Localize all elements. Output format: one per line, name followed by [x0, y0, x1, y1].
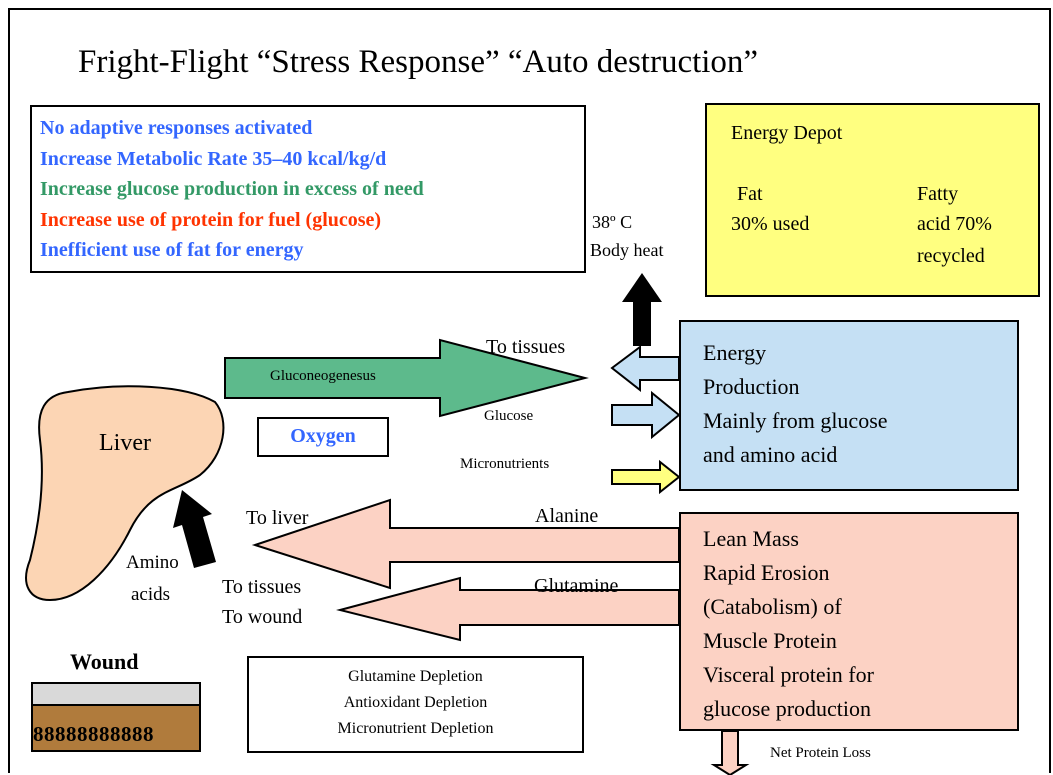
glucose-label: Glucose — [484, 408, 534, 424]
list-item: Inefficient use of fat for energy — [40, 239, 304, 261]
lean-line: (Catabolism) of — [703, 594, 842, 619]
stress-response-list: No adaptive responses activated Increase… — [30, 105, 586, 273]
to-tissues-arrow — [610, 345, 680, 393]
energy-line: Production — [703, 374, 800, 399]
oxygen-label: Oxygen — [290, 425, 356, 447]
slide-title: Fright-Flight “Stress Response” “Auto de… — [78, 44, 759, 80]
energy-production-box: Energy Production Mainly from glucose an… — [679, 320, 1019, 491]
wound-pattern: 88888888888 — [33, 722, 154, 746]
depot-title: Energy Depot — [731, 122, 843, 144]
list-item: Increase Metabolic Rate 35–40 kcal/kg/d — [40, 147, 387, 170]
wound-top-layer — [31, 682, 201, 706]
to-wound-label: To wound — [222, 606, 303, 628]
lean-line: Muscle Protein — [703, 628, 837, 653]
lean-line: Visceral protein for — [703, 662, 874, 687]
depot-recycled: recycled — [917, 245, 985, 267]
body-heat-temp: 38º C — [592, 212, 633, 232]
lean-line: Lean Mass — [703, 526, 799, 551]
energy-depot-box: Energy Depot Fat 30% used Fatty acid 70%… — [705, 103, 1040, 297]
depletion-line: Micronutrient Depletion — [337, 720, 494, 737]
micronutrients-label: Micronutrients — [460, 456, 550, 472]
glutamine-label: Glutamine — [534, 575, 619, 597]
acids-label: acids — [131, 584, 171, 605]
alanine-arrow — [251, 498, 680, 590]
wound-label: Wound — [70, 649, 139, 674]
net-protein-loss-label: Net Protein Loss — [770, 745, 871, 761]
energy-line: Energy — [703, 340, 767, 365]
depletion-line: Antioxidant Depletion — [343, 694, 488, 711]
liver-label: Liver — [99, 430, 151, 456]
list-item: Increase glucose production in excess of… — [40, 178, 424, 200]
net-protein-loss-arrow — [710, 730, 750, 775]
lean-line: Rapid Erosion — [703, 560, 830, 585]
lean-line: glucose production — [703, 696, 872, 721]
depot-fatty-acid: acid 70% — [917, 213, 992, 235]
glucose-arrow — [611, 390, 681, 440]
to-liver-label: To liver — [246, 507, 309, 529]
micronutrients-arrow — [611, 459, 681, 495]
depot-fat-used: 30% used — [731, 213, 810, 235]
amino-label: Amino — [126, 552, 179, 573]
body-heat-arrow — [622, 273, 662, 346]
wound-bottom-layer — [31, 704, 201, 752]
gluconeogenesis-label: Gluconeogenesus — [270, 368, 376, 384]
list-item: No adaptive responses activated — [40, 117, 313, 139]
energy-line: Mainly from glucose — [703, 408, 888, 433]
body-heat-label: Body heat — [590, 240, 664, 260]
amino-acids-arrow — [173, 490, 216, 568]
depot-fatty: Fatty — [917, 183, 959, 205]
liver-shape — [25, 385, 225, 602]
to-tissues-label-2: To tissues — [222, 576, 302, 598]
glutamine-arrow — [336, 576, 680, 642]
depletion-box: Glutamine Depletion Antioxidant Depletio… — [247, 656, 584, 753]
slide-frame — [8, 8, 1051, 773]
to-tissues-label: To tissues — [486, 336, 566, 358]
alanine-label: Alanine — [535, 505, 599, 527]
energy-line: and amino acid — [703, 442, 838, 467]
depletion-line: Glutamine Depletion — [348, 668, 483, 685]
gluconeogenesis-arrow — [224, 338, 589, 418]
lean-mass-box: Lean Mass Rapid Erosion (Catabolism) of … — [679, 512, 1019, 731]
list-item: Increase use of protein for fuel (glucos… — [40, 208, 382, 231]
depot-fat: Fat — [737, 183, 763, 205]
oxygen-box: Oxygen — [257, 417, 389, 457]
